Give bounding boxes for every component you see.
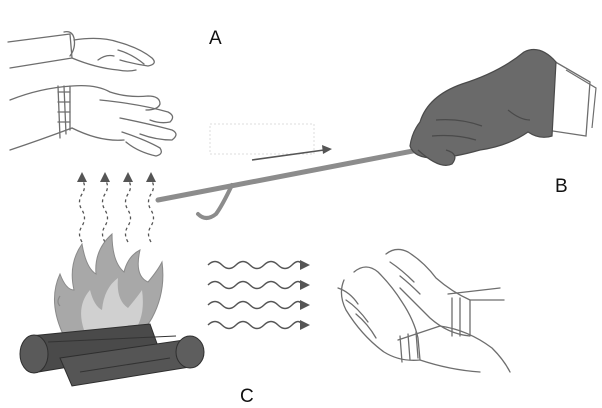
- rising-arrow-heads: [77, 172, 156, 182]
- label-b: B: [555, 176, 568, 198]
- gloved-hand-icon: [410, 50, 596, 166]
- radiant-heat-waves-icon: [208, 262, 302, 329]
- hands-warming-icon: [338, 249, 510, 372]
- label-a: A: [209, 28, 222, 50]
- faint-dashed-box: [210, 124, 314, 154]
- campfire-icon: [20, 234, 204, 386]
- hands-touching-icon: [8, 32, 176, 156]
- wave-arrow-heads: [300, 260, 310, 330]
- fire-poker-icon: [158, 150, 418, 218]
- conduction-arrow-icon: [252, 145, 332, 160]
- rising-heat-arrows-icon: [80, 180, 154, 242]
- label-c: C: [240, 386, 254, 408]
